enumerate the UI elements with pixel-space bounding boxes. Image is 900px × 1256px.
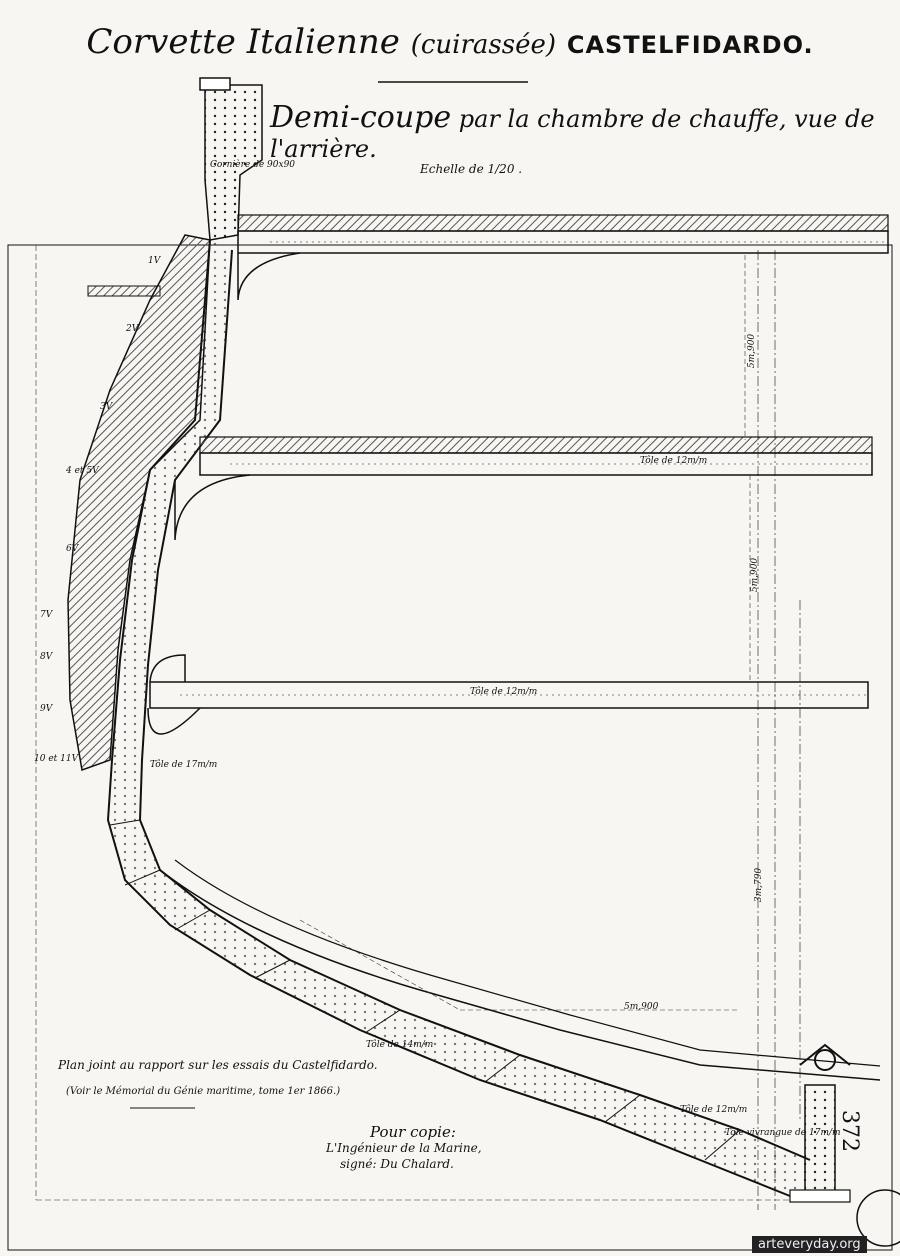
waterline-label-1: 1V [148, 256, 161, 266]
note-line-2: (Voir le Mémorial du Génie maritime, tom… [66, 1086, 341, 1097]
copy-line-2: L'Ingénieur de la Marine, [326, 1141, 482, 1155]
lower-deck-knee-bottom [147, 707, 201, 735]
hull-frame-band [108, 240, 810, 1200]
dimension-label-1: 5m,900 [747, 333, 758, 369]
title-part1: Corvette Italienne [86, 22, 400, 62]
upper-deck-planking [237, 214, 889, 232]
dimension-label-4: 5m,900 [624, 1002, 659, 1012]
title: Corvette Italienne (cuirassée) CASTELFID… [0, 22, 900, 62]
waterline-label-4: 4 et 5V [66, 466, 99, 476]
part-label-3: Tôle de 12m/m [680, 1105, 748, 1115]
title-part3: CASTELFIDARDO. [566, 31, 814, 59]
part-label-4: Tôle vivrangue de 17m/m [725, 1128, 841, 1138]
title-part2: (cuirassée) [410, 30, 557, 60]
subtitle: Demi-coupe par la chambre de chauffe, vu… [270, 100, 900, 163]
upper-deck-knee [237, 252, 301, 301]
keel-block [804, 1084, 836, 1196]
subtitle-part1: Demi-coupe [270, 100, 452, 135]
part-label-5: Tôle de 14m/m [366, 1040, 434, 1050]
waterline-label-8: 9V [40, 704, 53, 714]
middle-deck-beam [199, 452, 873, 476]
bulwark [204, 84, 263, 241]
middle-deck-knee [174, 474, 251, 541]
subtitle-part2: par la chambre de chauffe, vue de l'arri… [270, 105, 875, 163]
waterline-label-9: 10 et 11V [34, 754, 79, 764]
waterline-label-5: 6V [66, 544, 79, 554]
waterline-label-7: 8V [40, 652, 53, 662]
keel-plate [789, 1189, 851, 1203]
middle-deck-planking [199, 436, 873, 454]
watermark: arteveryday.org [752, 1236, 867, 1253]
lower-deck-beam [149, 681, 869, 709]
waterline-label-3: 3V [100, 402, 113, 412]
inner-bottom [159, 869, 881, 1081]
copy-line-1: Pour copie: [370, 1123, 456, 1141]
sheet-number: 372 [837, 1110, 862, 1152]
note-line-1: Plan joint au rapport sur les essais du … [58, 1058, 378, 1072]
lower-deck-knee-top [149, 654, 186, 683]
frame-ticks [109, 819, 741, 1161]
scale-label: Echelle de 1/20 . [420, 162, 523, 176]
dimension-label-3: 3m,790 [754, 867, 765, 903]
keelson-ring [814, 1049, 836, 1071]
part-label-6: Tôle de 17m/m [150, 760, 218, 770]
rail-cap [199, 77, 231, 91]
copy-line-3: signé: Du Chalard. [340, 1157, 454, 1171]
part-label-7: Cornière de 90x90 [210, 160, 296, 170]
keelson [799, 1043, 851, 1066]
dim-line-3 [299, 919, 461, 1011]
waterline-label-6: 7V [40, 610, 53, 620]
part-label-1: Tôle de 12m/m [640, 456, 708, 466]
part-label-2: Tôle de 12m/m [470, 687, 538, 697]
hull-shell-inner [138, 249, 811, 1161]
inner-bottom-2 [174, 859, 881, 1067]
stamp [856, 1189, 900, 1247]
waterline-label-2: 2V [126, 324, 139, 334]
dimension-label-2: 5m,900 [750, 557, 761, 593]
frame [7, 244, 893, 1251]
copy-block: Pour copie: L'Ingénieur de la Marine, si… [326, 1123, 482, 1172]
upper-deck-beam [237, 230, 889, 254]
side-opening [87, 285, 161, 297]
